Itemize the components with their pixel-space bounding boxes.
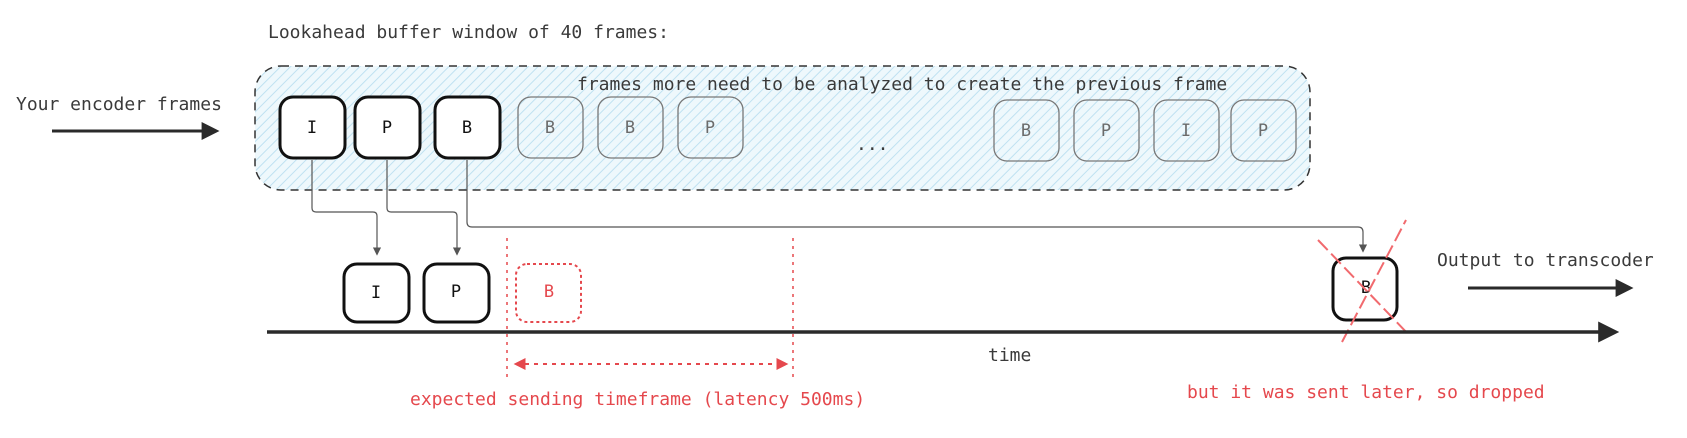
buffer-frame-i-label: I [307,118,317,138]
output-frame-i-label: I [371,283,381,303]
buffer-frame-p: P [353,95,422,160]
pending-frame-label: P [1258,121,1268,141]
buffer-frame-b-label: B [462,118,472,138]
buffer-frame-b: B [433,95,502,160]
buffer-note: frames more need to be analyzed to creat… [577,74,1227,95]
pending-frame-label: B [545,118,555,138]
pending-frame: I [1153,99,1220,162]
pending-frame: P [677,96,744,159]
pending-frame-label: P [1101,121,1111,141]
output-frame-p: P [422,262,491,324]
late-frame-b-label: B [1361,278,1371,298]
pending-frame-label: I [1181,121,1191,141]
pending-frame: P [1073,99,1140,162]
connector-arrow-i [311,160,382,256]
pending-frame: P [1230,99,1297,162]
cross-out-line-2 [1317,239,1411,337]
timeline-label: time [988,345,1031,366]
output-label: Output to transcoder [1437,250,1654,271]
connector-arrow-p [386,160,462,256]
input-label: Your encoder frames [16,94,222,115]
ellipsis: ... [856,134,889,155]
output-frame-p-label: P [451,282,461,302]
dropped-label: but it was sent later, so dropped [1187,382,1545,403]
buffer-title: Lookahead buffer window of 40 frames: [268,22,669,43]
lookahead-buffer-window [254,65,1311,191]
connector-arrow-b [466,160,1368,253]
pending-frame-label: B [1021,121,1031,141]
pending-frame: B [993,99,1060,162]
cross-out-line-1 [1341,219,1407,343]
expected-frame-b-label: B [544,282,554,302]
expected-frame-b: B [515,263,582,323]
pending-frame-label: B [625,118,635,138]
expected-window-label: expected sending timeframe (latency 500m… [410,389,865,410]
output-frame-i: I [342,262,411,324]
pending-frame: B [597,96,664,159]
pending-frame: B [517,96,584,159]
buffer-frame-p-label: P [382,118,392,138]
pending-frame-label: P [705,118,715,138]
buffer-frame-i: I [278,95,347,160]
